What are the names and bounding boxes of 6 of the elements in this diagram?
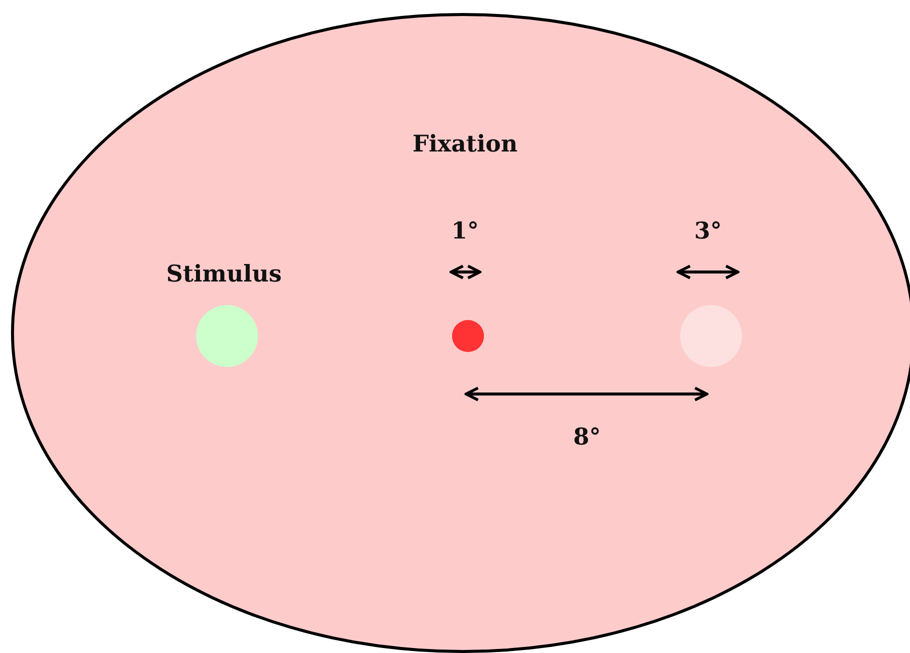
dimension-label: 8° (573, 424, 601, 450)
heading-label: Fixation (412, 130, 518, 158)
stimulus-circle (452, 320, 484, 352)
dimension-label: 3° (694, 218, 722, 244)
dimension-label: 1° (451, 218, 479, 244)
heading-label: Stimulus (166, 260, 282, 288)
